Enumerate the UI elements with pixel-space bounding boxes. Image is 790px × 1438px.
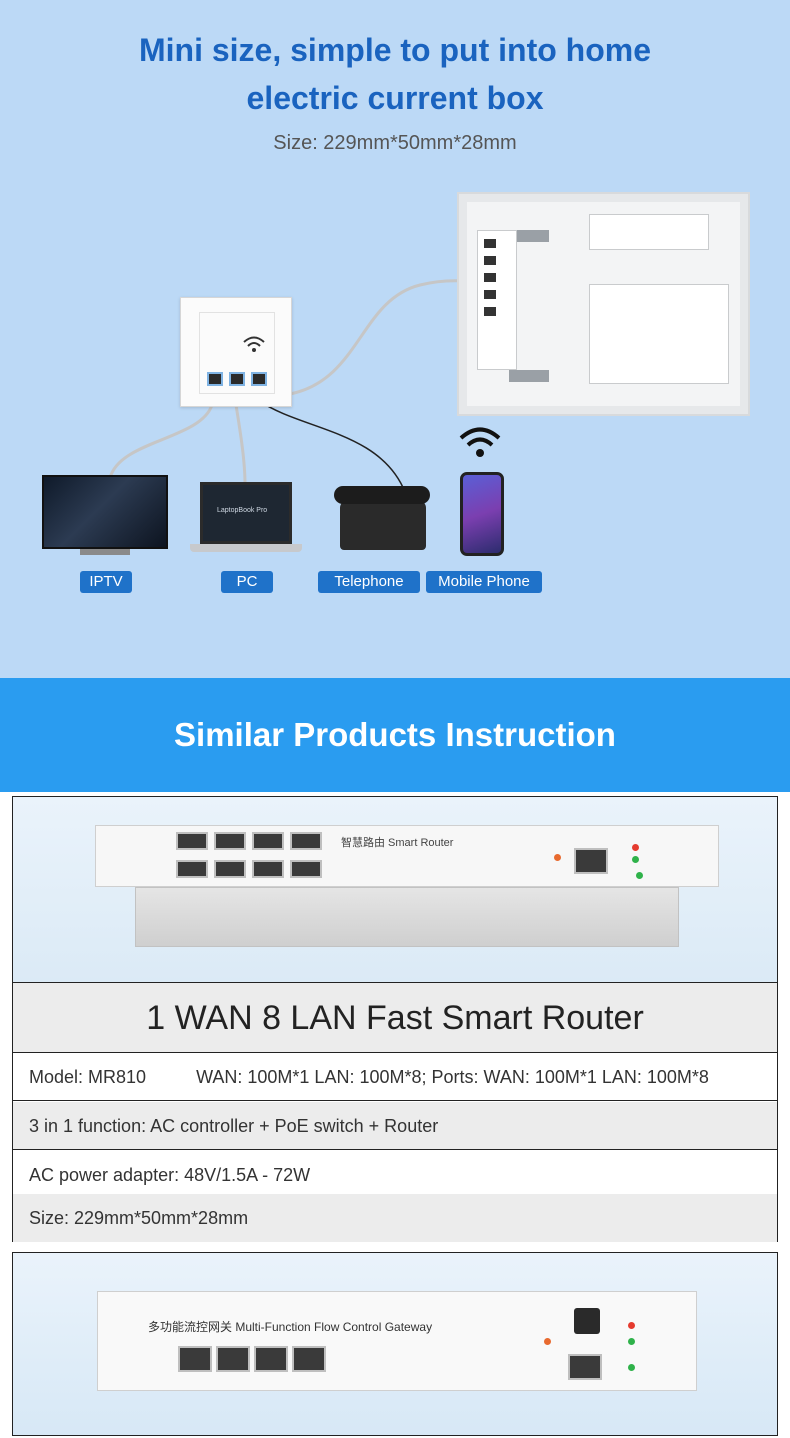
- router-icon: 智慧路由 Smart Router: [95, 825, 719, 947]
- product-name: 1 WAN 8 LAN Fast Smart Router: [13, 983, 777, 1053]
- telephone-handset: [334, 486, 430, 504]
- tv-screen: [42, 475, 168, 549]
- port-icon: [207, 372, 223, 386]
- hero-title-line2: electric current box: [246, 80, 544, 116]
- rail: [509, 370, 549, 382]
- tv-stand: [80, 549, 130, 555]
- banner-title: Similar Products Instruction: [174, 716, 616, 753]
- telephone-body: [340, 500, 426, 550]
- product-card-2: 多功能流控网关 Multi-Function Flow Control Gate…: [12, 1252, 778, 1436]
- led-rst: [544, 1338, 551, 1345]
- hero-title-line1: Mini size, simple to put into home: [138, 32, 651, 68]
- rail: [509, 230, 549, 242]
- router-front-panel: 智慧路由 Smart Router: [95, 825, 719, 887]
- product-photo: 智慧路由 Smart Router: [13, 797, 777, 983]
- router-label: 智慧路由 Smart Router: [341, 837, 454, 849]
- wifi-icon: [242, 333, 266, 359]
- lan-port: [252, 860, 284, 878]
- onu-icon: [589, 214, 709, 250]
- label-mobile-phone: Mobile Phone: [426, 571, 542, 593]
- mobile-phone-icon: [460, 472, 504, 556]
- led-rst: [554, 854, 561, 861]
- lan-port: [178, 1346, 212, 1372]
- laptop-screen: LaptopBook Pro: [200, 482, 292, 544]
- spec-row: 3 in 1 function: AC controller + PoE swi…: [13, 1102, 777, 1150]
- spec-row: Model: MR810 WAN: 100M*1 LAN: 100M*8; Po…: [13, 1053, 777, 1101]
- router-chassis: [135, 887, 679, 947]
- router-icon: [589, 284, 729, 384]
- dc-jack: [574, 1308, 600, 1334]
- wall-panel-inner: [199, 312, 275, 394]
- label-iptv: IPTV: [80, 571, 132, 593]
- led-internet: [632, 856, 639, 863]
- wifi-icon: [458, 425, 502, 469]
- wall-panel-image: [180, 297, 292, 407]
- label-telephone: Telephone: [318, 571, 420, 593]
- led-internet: [628, 1338, 635, 1345]
- hero-size: Size: 229mm*50mm*28mm: [273, 132, 517, 154]
- wan-port: [568, 1354, 602, 1380]
- laptop-icon: LaptopBook Pro: [190, 482, 302, 554]
- lan-port: [290, 860, 322, 878]
- lan-port: [176, 832, 208, 850]
- lan-port: [290, 832, 322, 850]
- label-pc: PC: [221, 571, 273, 593]
- telephone-icon: [320, 480, 430, 554]
- switch-icon: [477, 230, 517, 370]
- section-banner: Similar Products Instruction: [0, 678, 790, 792]
- laptop-base: [190, 544, 302, 552]
- port-icon: [229, 372, 245, 386]
- spec-row: Size: 229mm*50mm*28mm: [13, 1194, 777, 1242]
- electric-box-image: [457, 192, 750, 416]
- lan-port: [216, 1346, 250, 1372]
- router-icon: 多功能流控网关 Multi-Function Flow Control Gate…: [97, 1291, 697, 1391]
- hero-title: Mini size, simple to put into home elect…: [0, 26, 790, 122]
- lan-port: [292, 1346, 326, 1372]
- lan-port: [252, 832, 284, 850]
- hero-section: Mini size, simple to put into home elect…: [0, 0, 790, 678]
- tv-icon: [42, 475, 168, 557]
- lan-port: [176, 860, 208, 878]
- led-pwr: [628, 1322, 635, 1329]
- spec-row: AC power adapter: 48V/1.5A - 72W: [13, 1151, 777, 1199]
- product-card: 智慧路由 Smart Router 1 WAN 8 LAN Fast Smart…: [12, 796, 778, 1242]
- led-wan: [628, 1364, 635, 1371]
- port-icon: [251, 372, 267, 386]
- lan-port: [214, 832, 246, 850]
- lan-port: [214, 860, 246, 878]
- led-wan: [636, 872, 643, 879]
- lan-port: [254, 1346, 288, 1372]
- wan-port: [574, 848, 608, 874]
- led-pwr: [632, 844, 639, 851]
- gateway-label: 多功能流控网关 Multi-Function Flow Control Gate…: [148, 1320, 433, 1334]
